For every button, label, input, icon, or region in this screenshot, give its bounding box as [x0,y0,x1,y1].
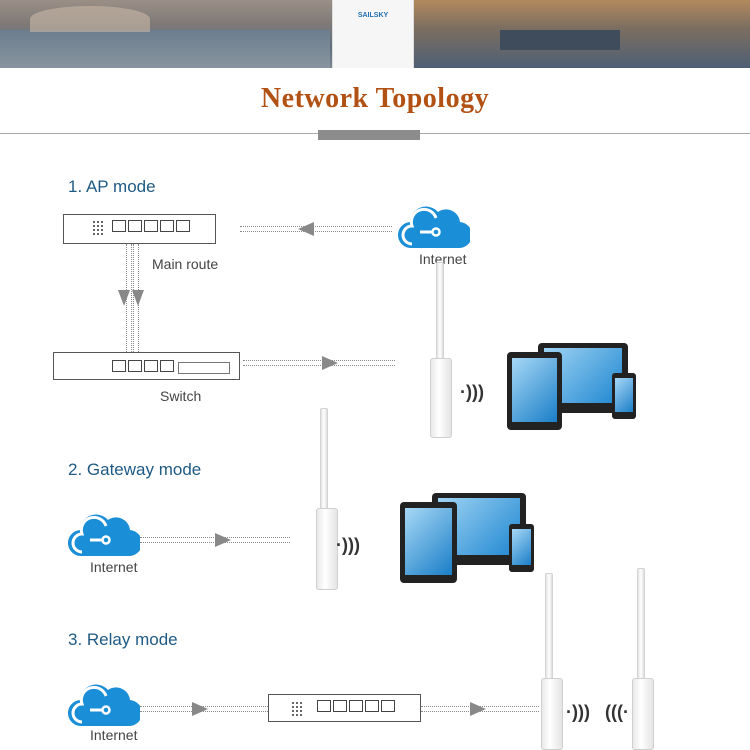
arrow-icon [192,702,208,716]
switch-port [317,700,331,712]
access-point-icon [430,358,452,438]
internet-label: Internet [419,251,467,267]
switch-led-grid [291,701,303,717]
internet-label: Internet [90,727,138,743]
title-divider-accent [318,130,420,140]
switch-port [333,700,347,712]
arrow-icon [215,533,231,547]
connection-line [243,360,395,366]
cloud-icon [68,684,140,727]
header-banner: SAILSKY [0,0,750,68]
wifi-icon: ·))) [566,702,590,722]
phone-icon [612,373,636,419]
access-point-icon [632,678,654,750]
router-port [176,220,190,232]
wifi-icon: ·))) [336,535,360,555]
arrow-icon [322,356,338,370]
switch-icon [53,352,240,380]
wifi-icon: ·))) [460,382,484,402]
router-port [112,220,126,232]
gateway-mode-heading: 2. Gateway mode [68,460,202,479]
switch-port [128,360,142,372]
antenna [320,408,328,513]
device-front-panel: SAILSKY [332,0,414,68]
switch-port [144,360,158,372]
phone-screen [512,529,531,565]
switch-port [365,700,379,712]
tablet-screen [405,508,452,575]
connection-line [240,226,392,232]
cargo-ship-shape [30,6,150,32]
wifi-icon: (((· [605,702,629,722]
cloud-icon [68,514,140,557]
tablet-icon [507,352,562,430]
antenna [545,573,553,683]
antenna [637,568,645,683]
ship-hull-shape [500,30,620,50]
connection-line [140,706,268,712]
ap-mode-heading: 1. AP mode [68,177,156,196]
tablet-icon [400,502,457,583]
router-port [128,220,142,232]
switch-port [160,360,174,372]
cloud-icon [398,206,470,249]
switch-port [381,700,395,712]
phone-icon [509,524,534,572]
arrow-icon [298,222,314,236]
phone-screen [615,378,633,412]
switch-label: Switch [160,388,202,404]
page-title: Network Topology [260,83,490,114]
tablet-screen [512,358,557,422]
access-point-icon [541,678,563,750]
internet-label: Internet [90,559,138,575]
relay-mode-heading: 3. Relay mode [68,630,178,649]
switch-port [349,700,363,712]
router-port [144,220,158,232]
router-port [160,220,174,232]
access-point-icon [316,508,338,590]
arrow-icon [118,290,144,306]
router-led-grid [92,220,104,236]
switch-icon [268,694,421,722]
switch-panel [178,362,230,374]
brand-logo: SAILSKY [357,12,389,19]
main-route-label: Main route [152,256,219,272]
harbor-photo-left [0,30,330,68]
antenna [436,262,444,362]
switch-port [112,360,126,372]
arrow-icon [470,702,486,716]
router-icon [63,214,216,244]
